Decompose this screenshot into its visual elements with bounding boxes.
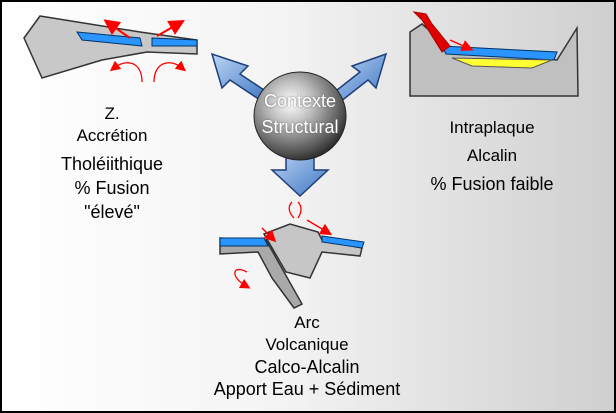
arc-plate-arrow-right [306,219,333,236]
ridge-sketch [23,15,198,83]
intraplate-line-3: % Fusion faible [430,174,554,194]
ridge-ocean-left [76,31,143,47]
ridge-convection-left [109,60,143,83]
center-line-2: Structural [261,117,339,137]
central-arrow-group [210,52,388,198]
ridge-line-4: % Fusion [74,178,150,198]
arc-convection [234,268,251,289]
arc-line-1: Arc [294,313,320,332]
intraplate-sketch [409,11,579,97]
arc-magma-rise [288,201,302,219]
ridge-plate-arrow-right [156,20,185,37]
intraplate-line-2: Alcalin [466,146,518,165]
arc-line-4: Apport Eau + Sédiment [213,379,401,399]
center-label: Contexte Structural [238,88,362,140]
intraplate-line-1: Intraplaque [449,118,535,137]
arrow-to-intraplate [330,52,388,104]
arc-volcano [262,223,363,279]
ridge-line-1: Z. [104,104,120,123]
arc-ocean-right [321,235,365,249]
ridge-line-5: "élevé" [84,202,140,222]
ridge-label: Z. Accrétion Tholéiithique % Fusion "éle… [42,102,182,224]
arc-line-3: Calco-Alcalin [254,357,360,377]
intraplate-sediment [451,57,553,69]
intraplate-plume-arrow [449,39,474,52]
intraplate-plume [412,11,451,53]
ridge-ocean-right [151,37,198,47]
arc-rock-left [219,237,304,309]
ridge-plate-arrow-left [103,19,131,39]
arc-ocean-left [219,237,269,247]
intraplate-label: Intraplaque Alcalin % Fusion faible [412,114,572,198]
arrow-to-ridge [210,52,272,101]
arc-line-2: Volcanique [265,335,349,354]
center-line-1: Contexte [263,91,337,111]
central-sphere [253,71,347,161]
ridge-line-3: Tholéiithique [60,154,164,174]
ridge-line-2: Accrétion [76,126,148,145]
arc-subduction-arrow [261,227,277,243]
arc-sketch [219,201,365,309]
arc-label: Arc Volcanique Calco-Alcalin Apport Eau … [182,312,432,400]
ridge-convection-right [153,60,186,83]
